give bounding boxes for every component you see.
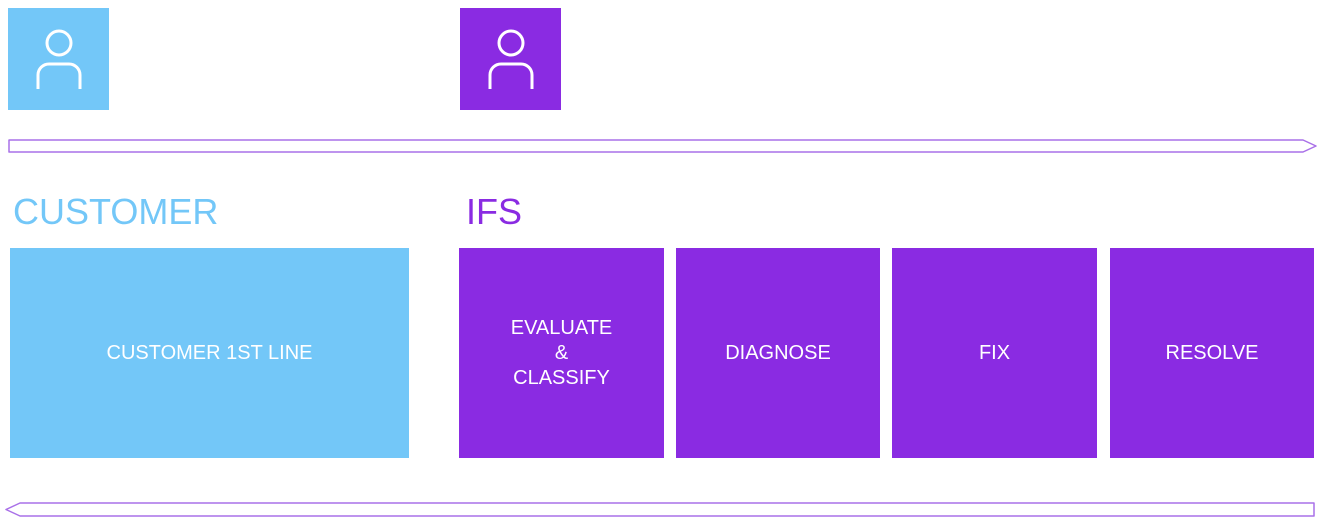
- resolve-box: RESOLVE: [1110, 248, 1314, 458]
- diagnose-label: DIAGNOSE: [725, 341, 831, 364]
- ifs-heading: IFS: [466, 191, 523, 232]
- resolve-label: RESOLVE: [1165, 341, 1259, 364]
- evaluate-classify-label: EVALUATE & CLASSIFY: [510, 316, 613, 389]
- customer-role-icon-box: [8, 8, 109, 110]
- customer-heading: CUSTOMER: [13, 191, 219, 232]
- customer-user-icon: [36, 29, 81, 89]
- customer-first-line-box: CUSTOMER 1ST LINE: [10, 248, 409, 458]
- ifs-user-icon: [488, 29, 533, 89]
- customer-first-line-label: CUSTOMER 1ST LINE: [106, 341, 313, 364]
- evaluate-classify-box: EVALUATE & CLASSIFY: [459, 248, 664, 458]
- ifs-role-icon-box: [460, 8, 561, 110]
- diagnose-box: DIAGNOSE: [676, 248, 880, 458]
- fix-box: FIX: [892, 248, 1097, 458]
- forward-arrow: [8, 139, 1317, 153]
- back-arrow: [5, 502, 1315, 517]
- fix-label: FIX: [978, 341, 1011, 364]
